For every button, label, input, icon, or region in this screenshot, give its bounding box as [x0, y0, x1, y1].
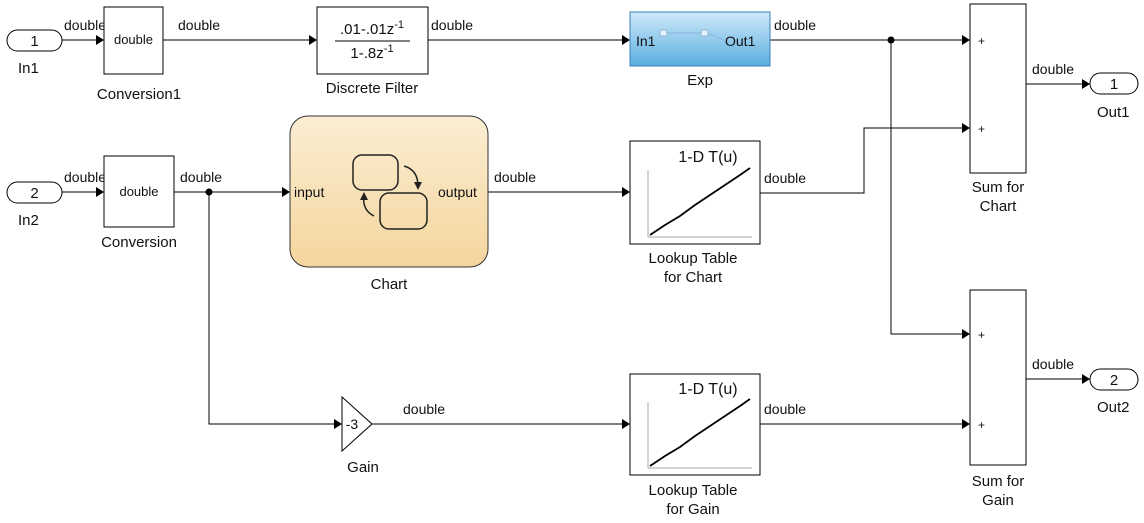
arrowhead — [622, 187, 630, 197]
chart-output-port: output — [438, 184, 477, 200]
block-label: Conversion — [101, 234, 177, 251]
arrowhead — [282, 187, 290, 197]
sum-sign: + — [978, 328, 985, 342]
signal-label: double — [1032, 356, 1074, 372]
signal-label: double — [403, 401, 445, 417]
branch-point — [205, 188, 213, 196]
outport-out2[interactable]: 2 Out2 — [1089, 368, 1139, 416]
block-label: Discrete Filter — [326, 80, 419, 97]
block-label: Conversion1 — [97, 86, 181, 103]
lookup-title: 1-D T(u) — [678, 381, 737, 398]
sum-for-gain-block[interactable]: + + Sum for Gain — [969, 289, 1027, 509]
inport-in1[interactable]: 1 In1 — [6, 29, 63, 77]
arrowhead — [962, 35, 970, 45]
exp-out-port: Out1 — [725, 33, 756, 49]
stateflow-chart-block[interactable]: input output Chart — [289, 115, 489, 293]
transition-arrowhead — [360, 192, 368, 200]
inport-number: 2 — [30, 185, 38, 202]
sum-sign: + — [978, 122, 985, 136]
conversion1-block[interactable]: double Conversion1 — [97, 6, 181, 103]
sum-for-chart-block[interactable]: + + Sum for Chart — [969, 3, 1027, 215]
arrowhead — [96, 35, 104, 45]
outport-label: Out1 — [1097, 104, 1130, 121]
state-icon — [352, 154, 399, 191]
inport-label: In1 — [18, 60, 39, 77]
outport-number: 2 — [1110, 372, 1118, 389]
arrowhead — [1082, 79, 1090, 89]
block-label: for Chart — [664, 269, 723, 286]
block-label: Exp — [687, 72, 713, 89]
conversion-block[interactable]: double Conversion — [101, 155, 177, 251]
arrowhead — [96, 187, 104, 197]
block-label: Sum for — [972, 473, 1025, 490]
lookup-title: 1-D T(u) — [678, 149, 737, 166]
line-exp-to-sum-gain[interactable] — [890, 40, 962, 335]
arrowhead — [962, 329, 970, 339]
outport-out1[interactable]: 1 Out1 — [1089, 72, 1139, 121]
signal-label: double — [180, 169, 222, 185]
filter-denominator: 1-.8z-1 — [350, 43, 393, 62]
line-conversion-to-gain[interactable] — [208, 192, 334, 425]
numerator-base: .01-.01z — [340, 21, 394, 38]
denominator-base: 1-.8z — [350, 45, 383, 62]
state-icon — [379, 192, 428, 230]
gain-block[interactable]: -3 Gain — [341, 395, 379, 476]
block-label: Lookup Table — [649, 250, 738, 267]
block-label: Chart — [371, 276, 409, 293]
inport-number: 1 — [30, 33, 38, 50]
arrowhead — [334, 419, 342, 429]
discrete-filter-block[interactable]: .01-.01z-1 1-.8z-1 Discrete Filter — [316, 6, 429, 97]
internal-link — [707, 32, 725, 41]
block-content: double — [114, 32, 153, 47]
arrowheads — [96, 35, 1090, 429]
numerator-exponent: -1 — [394, 19, 404, 31]
block-label: Gain — [347, 459, 379, 476]
signal-label: double — [64, 17, 106, 33]
arrowhead — [962, 123, 970, 133]
arrowhead — [962, 419, 970, 429]
chart-input-port: input — [294, 184, 324, 200]
sum-sign: + — [978, 418, 985, 432]
signal-label: double — [178, 17, 220, 33]
signal-label: double — [64, 169, 106, 185]
sum-sign: + — [978, 34, 985, 48]
gain-value: -3 — [346, 416, 359, 432]
filter-numerator: .01-.01z-1 — [340, 19, 404, 38]
denominator-exponent: -1 — [384, 43, 394, 55]
line-lookup-chart-to-sum-chart[interactable] — [760, 127, 962, 194]
block-label: Chart — [980, 198, 1018, 215]
arrowhead — [622, 419, 630, 429]
transition-arrowhead — [414, 182, 422, 190]
arrowhead — [309, 35, 317, 45]
block-label: Gain — [982, 492, 1014, 509]
signal-label: double — [764, 401, 806, 417]
signal-lines — [62, 39, 1082, 425]
block-content: double — [119, 184, 158, 199]
outport-number: 1 — [1110, 76, 1118, 93]
block-label: Lookup Table — [649, 482, 738, 499]
signal-label: double — [494, 169, 536, 185]
lookup-table-gain-block[interactable]: 1-D T(u) Lookup Table for Gain — [629, 373, 761, 518]
inport-label: In2 — [18, 212, 39, 229]
lookup-curve — [649, 167, 751, 236]
branch-point — [887, 36, 895, 44]
signal-label: double — [764, 170, 806, 186]
lookup-table-chart-block[interactable]: 1-D T(u) Lookup Table for Chart — [629, 140, 761, 286]
exp-subsystem-block[interactable]: In1 Out1 Exp — [629, 11, 771, 89]
block-label: Sum for — [972, 179, 1025, 196]
arrowhead — [1082, 374, 1090, 384]
arrowhead — [622, 35, 630, 45]
signal-label: double — [1032, 61, 1074, 77]
internal-port — [700, 29, 709, 37]
lookup-curve — [649, 398, 751, 467]
outport-label: Out2 — [1097, 399, 1130, 416]
exp-in-port: In1 — [636, 33, 656, 49]
block-label: for Gain — [666, 501, 719, 518]
internal-port — [659, 29, 668, 37]
signal-label: double — [431, 17, 473, 33]
inport-in2[interactable]: 2 In2 — [6, 181, 63, 229]
signal-label: double — [774, 17, 816, 33]
